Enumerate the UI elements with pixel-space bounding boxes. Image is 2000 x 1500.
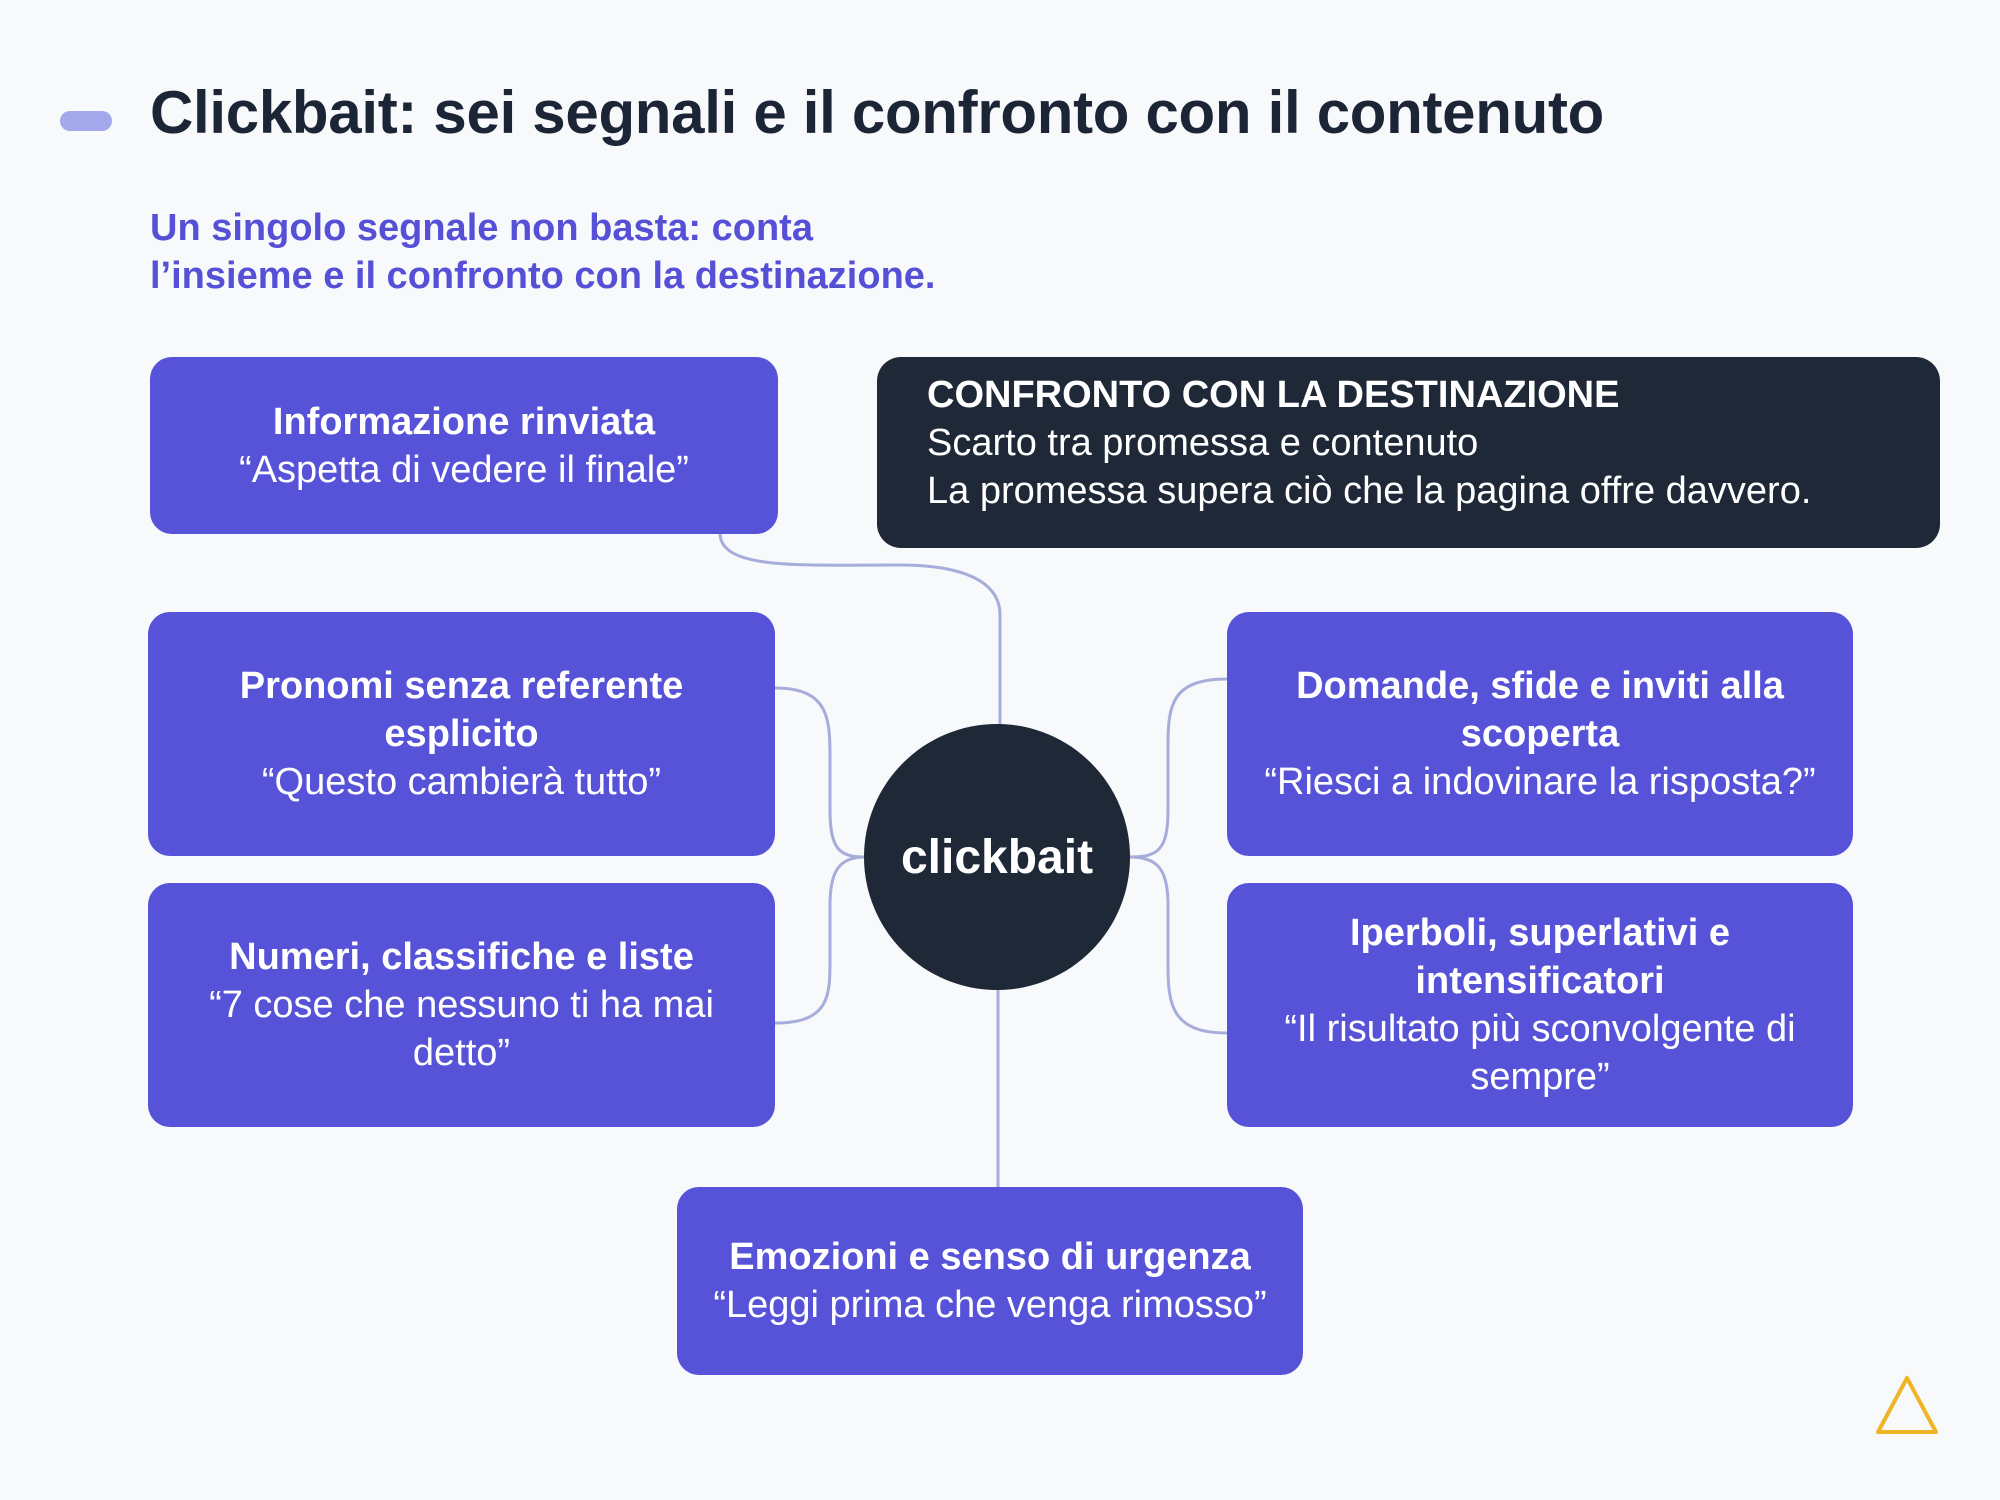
connector-domande <box>1129 677 1228 859</box>
comparison-line-2: La promessa supera ciò che la pagina off… <box>927 470 1812 512</box>
signal-example: “Aspetta di vedere il finale” <box>239 448 689 491</box>
signal-heading: Domande, sfide e inviti alla scoperta <box>1296 665 1784 755</box>
comparison-box: CONFRONTO CON LA DESTINAZIONE Scarto tra… <box>877 357 1940 548</box>
connector-informazione-rinviata <box>718 532 1002 724</box>
signal-heading: Numeri, classifiche e liste <box>229 936 694 978</box>
signal-example: “Leggi prima che venga rimosso” <box>713 1284 1267 1326</box>
signal-numeri: Numeri, classifiche e liste “7 cose che … <box>148 883 775 1127</box>
connector-pronomi <box>774 686 866 859</box>
comparison-line-1: Scarto tra promessa e contenuto <box>927 422 1479 464</box>
center-node: clickbait <box>864 724 1130 990</box>
signal-heading: Iperboli, superlativi e intensificatori <box>1349 912 1731 1002</box>
connector-iperboli <box>1129 855 1228 1035</box>
signal-heading: Informazione rinviata <box>272 400 656 443</box>
signal-example: “7 cose che nessuno ti ha mai detto” <box>209 984 714 1074</box>
signal-informazione-rinviata: Informazione rinviata “Aspetta di vedere… <box>150 357 778 534</box>
signal-heading: Emozioni e senso di urgenza <box>729 1236 1251 1278</box>
comparison-heading: CONFRONTO CON LA DESTINAZIONE <box>927 374 1620 416</box>
signal-domande: Domande, sfide e inviti alla scoperta “R… <box>1227 612 1853 856</box>
page-subtitle: Un singolo segnale non basta: conta l’in… <box>150 204 1050 300</box>
triangle-logo-icon <box>1876 1376 1938 1434</box>
signal-heading: Pronomi senza referente esplicito <box>239 665 684 755</box>
signal-emozioni: Emozioni e senso di urgenza “Leggi prima… <box>677 1187 1303 1375</box>
signal-example: “Questo cambierà tutto” <box>261 761 662 803</box>
signal-pronomi: Pronomi senza referente esplicito “Quest… <box>148 612 775 856</box>
page-title: Clickbait: sei segnali e il confronto co… <box>150 79 1604 146</box>
subtitle-line-2: l’insieme e il confronto con la destinaz… <box>150 255 936 297</box>
connector-numeri <box>774 855 866 1025</box>
signal-example: “Riesci a indovinare la risposta?” <box>1264 761 1816 803</box>
signal-example: “Il risultato più sconvolgente di sempre… <box>1284 1008 1796 1098</box>
title-accent-bar <box>60 111 112 131</box>
signal-iperboli: Iperboli, superlativi e intensificatori … <box>1227 883 1853 1127</box>
subtitle-line-1: Un singolo segnale non basta: conta <box>150 207 813 249</box>
